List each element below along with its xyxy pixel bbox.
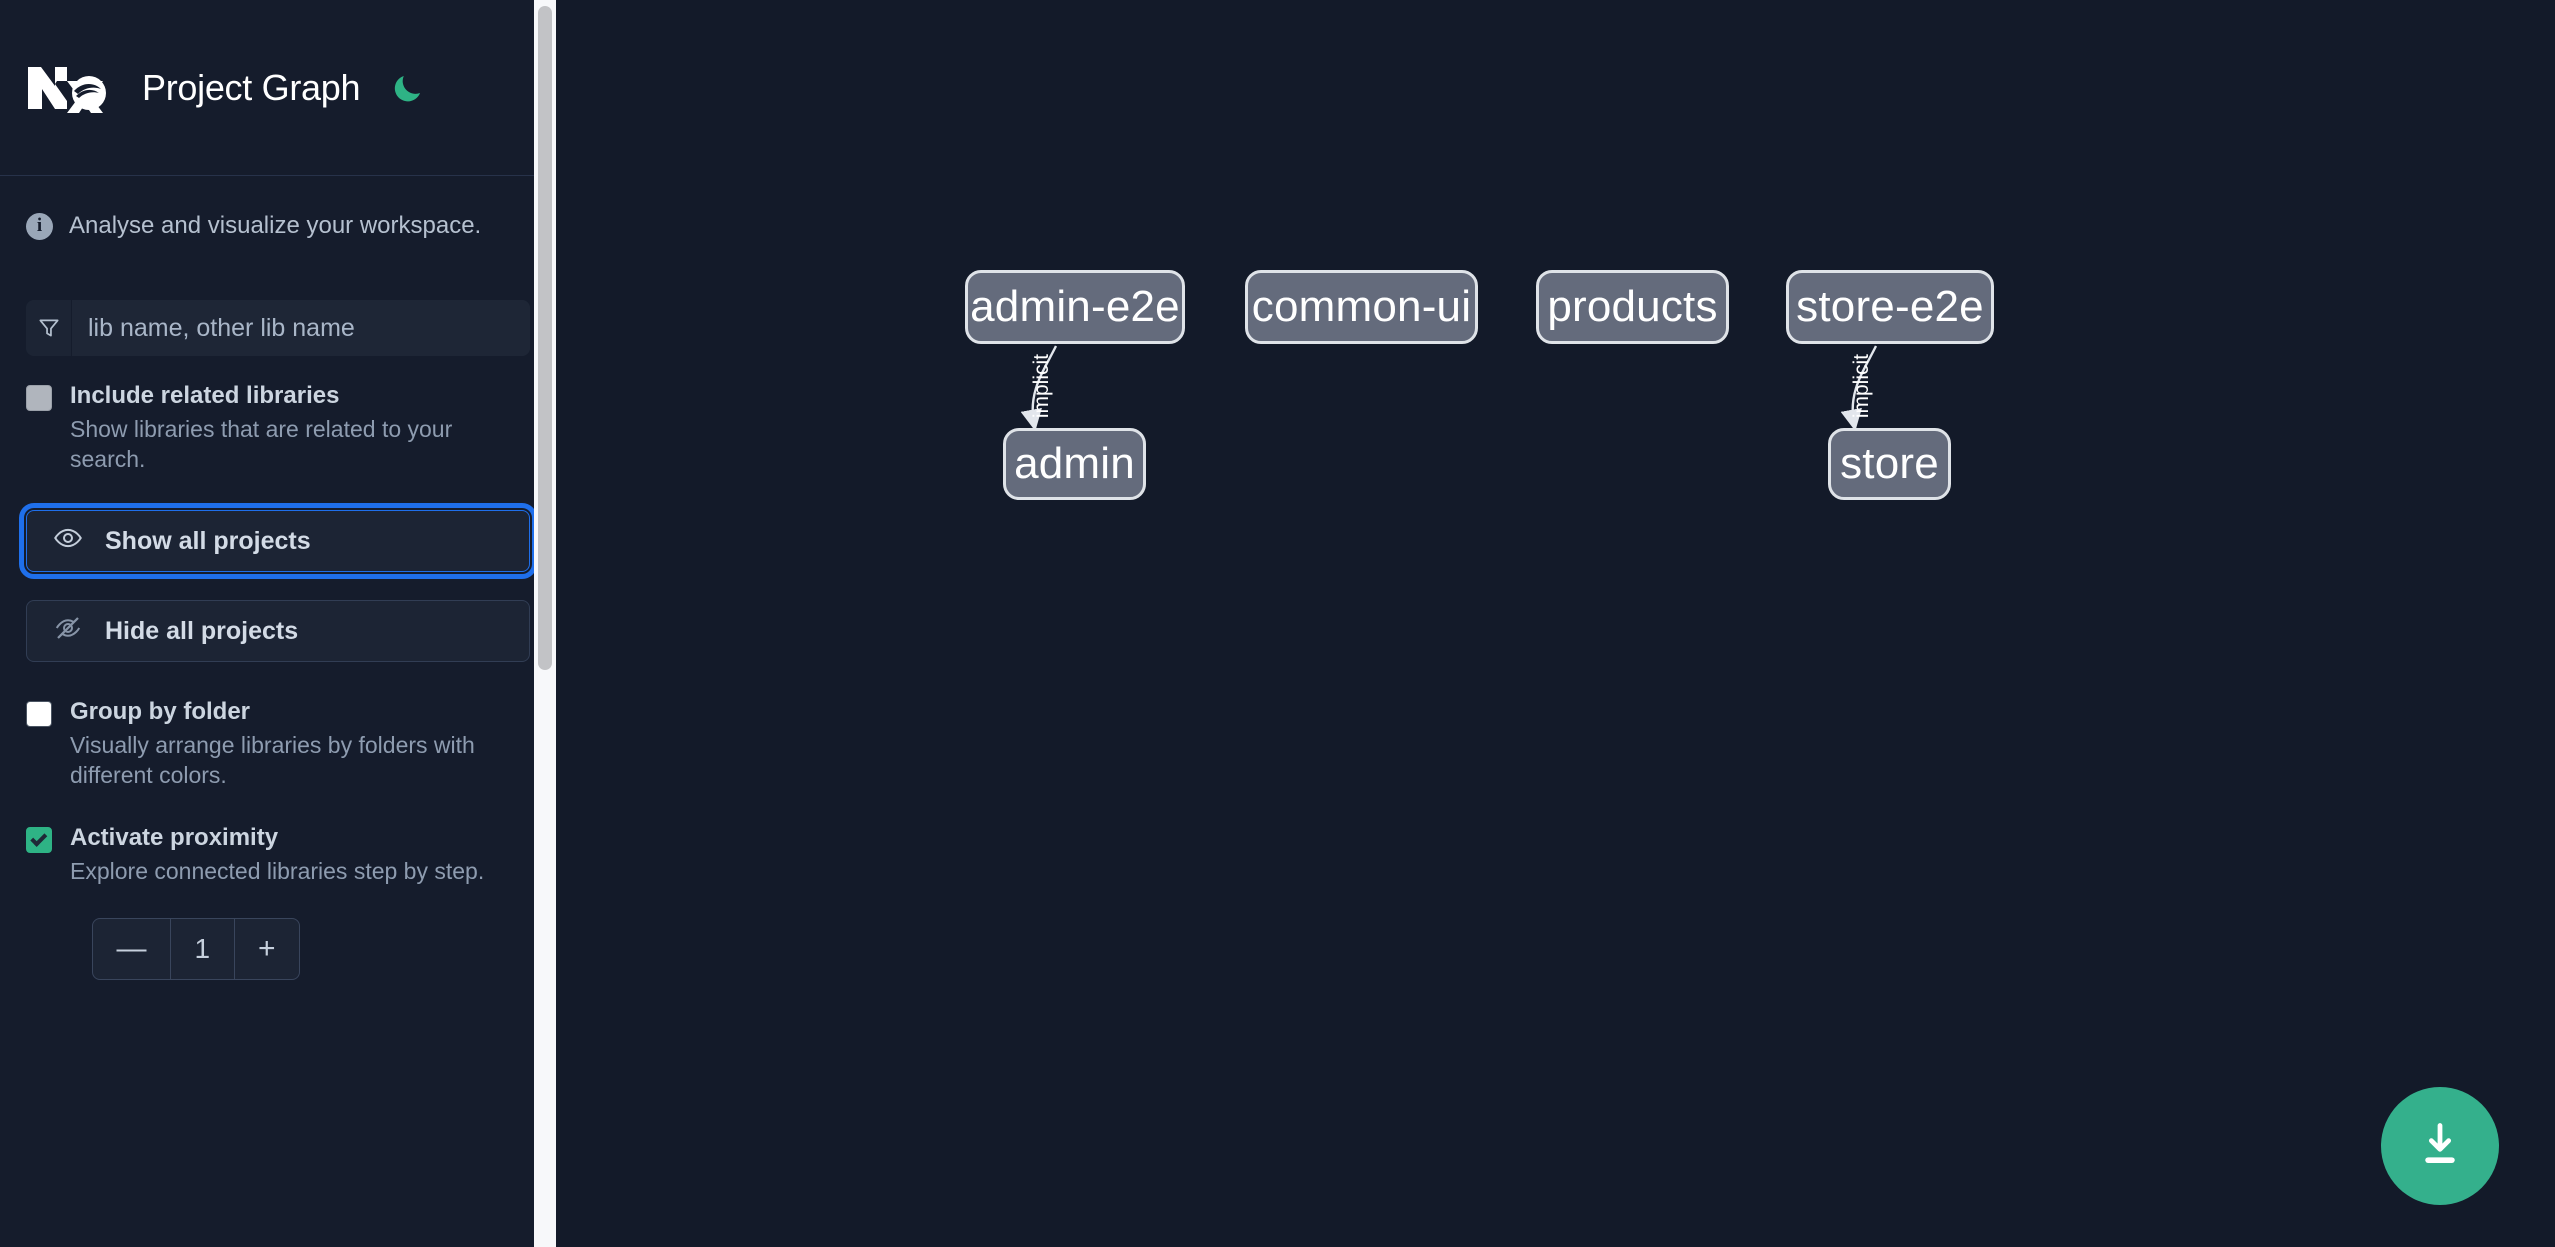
node-label: admin-e2e — [970, 282, 1180, 331]
edge-label-text: implicit — [1850, 354, 1873, 419]
check-icon — [29, 829, 47, 847]
page-title: Project Graph — [142, 66, 361, 108]
option-description: Show libraries that are related to your … — [70, 416, 453, 472]
proximity-increment-button[interactable]: + — [258, 932, 276, 965]
graph-node-store-e2e[interactable]: store-e2e — [1786, 270, 1994, 344]
edge-label-store: implicit — [1850, 354, 1874, 418]
graph-node-admin[interactable]: admin — [1003, 428, 1146, 500]
proximity-stepper: — 1 + — [92, 918, 300, 980]
graph-node-store[interactable]: store — [1828, 428, 1951, 500]
sidebar: Project Graph i Analyse and visualize yo… — [0, 0, 556, 1247]
moon-icon[interactable] — [388, 68, 428, 108]
proximity-decrement-button[interactable]: — — [116, 932, 147, 965]
hide-all-projects-button[interactable]: Hide all projects — [26, 600, 530, 662]
node-label: admin — [1014, 439, 1135, 488]
option-include-related-libraries: Include related libraries Show libraries… — [26, 382, 530, 474]
checkbox-activate-proximity[interactable] — [26, 827, 52, 853]
graph-canvas[interactable]: implicit implicit admin-e2e common-ui pr… — [556, 0, 2555, 1247]
eye-off-icon — [53, 613, 83, 650]
graph-edges — [1020, 345, 1878, 432]
graph-node-common-ui[interactable]: common-ui — [1245, 270, 1478, 344]
visibility-buttons: Show all projects Hide all projects — [19, 503, 537, 662]
proximity-value: 1 — [169, 919, 235, 979]
tagline: i Analyse and visualize your workspace. — [26, 176, 530, 276]
sidebar-body: i Analyse and visualize your workspace. … — [0, 176, 556, 980]
download-graph-button[interactable] — [2381, 1087, 2499, 1205]
sidebar-scrollbar-thumb[interactable] — [538, 6, 552, 670]
option-description: Explore connected libraries step by step… — [70, 858, 485, 884]
node-label: store — [1840, 439, 1939, 488]
option-label: Group by folder — [70, 698, 250, 725]
edge-label-text: implicit — [1030, 354, 1053, 419]
tagline-text: Analyse and visualize your workspace. — [69, 212, 482, 239]
checkbox-include-related-libraries[interactable] — [26, 385, 52, 411]
hide-all-projects-label: Hide all projects — [105, 616, 299, 645]
node-label: products — [1547, 282, 1718, 331]
option-label: Activate proximity — [70, 824, 279, 851]
download-icon — [2414, 1119, 2466, 1174]
option-description: Visually arrange libraries by folders wi… — [70, 732, 475, 788]
graph-node-products[interactable]: products — [1536, 270, 1729, 344]
node-label: store-e2e — [1796, 282, 1984, 331]
option-group-by-folder: Group by folder Visually arrange librari… — [26, 698, 530, 790]
eye-icon — [53, 523, 83, 560]
node-label: common-ui — [1251, 282, 1472, 331]
sidebar-header: Project Graph — [0, 0, 556, 176]
option-label: Include related libraries — [70, 382, 340, 409]
graph-node-admin-e2e[interactable]: admin-e2e — [965, 270, 1185, 344]
search-input[interactable] — [72, 300, 530, 356]
info-icon: i — [26, 212, 53, 240]
option-activate-proximity: Activate proximity Explore connected lib… — [26, 824, 530, 886]
filter-search — [26, 300, 530, 356]
checkbox-group-by-folder[interactable] — [26, 701, 52, 727]
edge-label-admin: implicit — [1030, 354, 1054, 418]
nx-logo-icon — [26, 63, 110, 113]
show-all-projects-label: Show all projects — [105, 526, 311, 555]
sidebar-scrollbar[interactable] — [534, 0, 556, 1247]
show-all-projects-button[interactable]: Show all projects — [19, 503, 537, 579]
funnel-icon — [26, 300, 72, 356]
